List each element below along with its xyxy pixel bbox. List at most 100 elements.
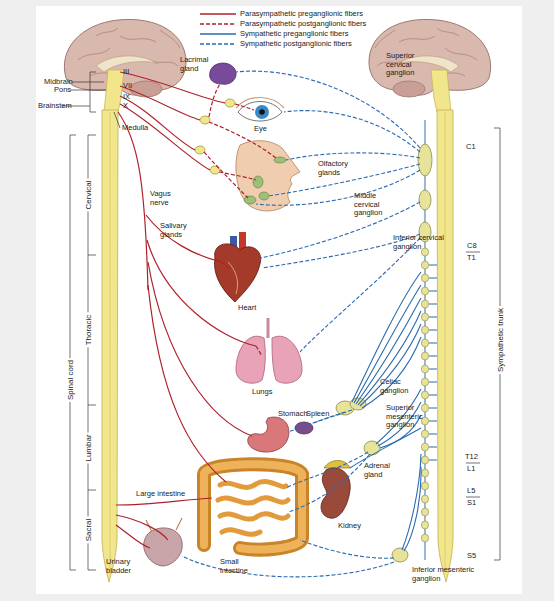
region-brackets [70,135,76,570]
chain-ganglion [421,469,428,477]
face [244,196,256,204]
anatomy-label: Medulla [122,124,148,133]
chain-ganglion [421,313,428,321]
anatomy-label: Kidney [338,522,361,531]
chain-ganglion [421,482,428,490]
chain-ganglion [421,456,428,464]
ramus-line [429,317,437,318]
ramus-line [429,369,437,370]
brain-and-cord [369,19,491,582]
face [259,192,269,200]
anatomy-label: T12 [465,453,478,462]
urinary-bladder [146,518,182,532]
chain-ganglion [421,430,428,438]
anatomy-label: Middle cervical ganglion [354,192,394,218]
heart [228,262,238,294]
stomach [248,417,289,452]
anatomy-label: Inferior cervical ganglion [393,234,453,251]
parasympathetic-postganglionic [256,346,262,356]
lungs [236,336,265,383]
sympathetic-postganglionic [182,71,420,577]
kidney-adrenal [321,461,350,519]
anatomy-label: Superior cervical ganglion [386,52,428,78]
parasympathetic-postganglionic [222,262,230,270]
anatomy-label: III [123,68,129,77]
anatomy-label: Adrenal gland [364,462,400,479]
parasympathetic-preganglionic [146,215,222,262]
parasympathetic-preganglionic [148,285,226,482]
sympathetic-postganglionic [300,238,420,352]
ramus-line [429,460,437,461]
chain-ganglion [421,287,428,295]
cranial-ganglia [195,146,205,154]
legend-samples [200,13,236,14]
parasympathetic-postganglionic [235,104,254,110]
sympathetic-chain [419,190,431,210]
anatomy-label: L5 [467,487,475,496]
cranial-ganglia [225,99,235,107]
anatomy-label: Celiac ganglion [380,378,416,395]
chain-ganglion [421,534,428,542]
lungs [236,318,302,383]
lacrimal-gland [210,63,236,84]
region-label: Lumbar [84,432,93,463]
region-label: Cervical [84,179,93,212]
parasympathetic-postganglionic [204,84,276,356]
region-brackets [466,252,480,497]
region-label: Spinal cord [66,358,75,402]
kidney-adrenal [321,468,350,518]
anatomy-label: T1 [467,254,476,263]
legend-samples [200,23,236,24]
brain-and-cord [64,19,186,582]
sympathetic-chain [418,120,437,560]
anatomy-label: Large intestine [136,490,185,499]
brain-and-cord [102,110,118,582]
intestines [218,481,288,534]
chain-ganglion [421,443,428,451]
anatomy-label: L1 [467,465,475,474]
lungs [267,318,270,338]
anatomy-label: C8 [467,242,477,251]
parasympathetic-postganglionic [209,84,220,117]
region-brackets [90,72,96,112]
ramus-line [429,447,437,448]
ramus-line [429,291,437,292]
sympathetic-preganglionic [352,272,421,402]
parasympathetic-preganglionic [116,525,150,548]
sympathetic-preganglionic [362,337,421,408]
anatomy-label: Eye [254,125,267,134]
lungs [272,336,302,383]
chain-ganglion [421,261,428,269]
eye [259,109,265,115]
sympathetic-postganglionic [288,454,370,512]
anatomy-label: Superior mesenteric ganglion [386,404,434,430]
anatomy-label: IX [123,93,130,102]
parasympathetic-preganglionic [148,262,252,436]
parasympathetic-preganglionic [116,515,168,540]
ramus-line [429,408,437,409]
region-label: Sympathetic trunk [496,306,505,374]
stomach [248,417,289,452]
ramus-line [429,434,437,435]
ramus-line [429,395,437,396]
intestines [204,464,302,549]
face [236,141,300,211]
sympathetic-preganglionic [404,467,421,551]
region-label: Sacral [84,517,93,544]
region-brackets [62,72,500,570]
ramus-line [429,356,437,357]
anatomy-label: Lacrimal gland [180,56,214,73]
ramus-line [429,330,437,331]
ramus-line [429,304,437,305]
sympathetic-chain [418,144,432,176]
parasympathetic-preganglionic [116,72,256,548]
chain-ganglion [421,352,428,360]
chain-ganglion [421,274,428,282]
urinary-bladder [144,518,183,566]
prevertebral-ganglia [392,548,408,562]
brain-and-cord [130,81,162,97]
sympathetic-preganglionic [402,454,421,550]
chain-ganglion [421,326,428,334]
intestines [204,464,302,549]
heart [215,232,261,302]
